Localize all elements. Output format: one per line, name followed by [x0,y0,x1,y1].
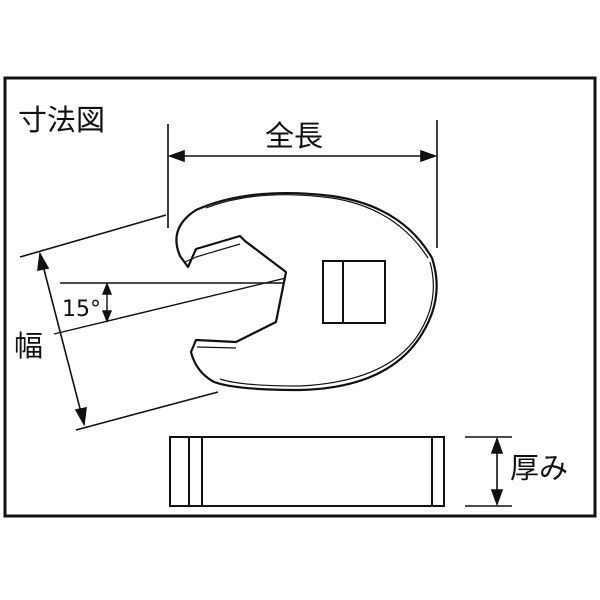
diagram-title: 寸法図 [18,103,105,137]
wrench-head-top-view [175,192,438,392]
overall-length-label: 全長 [265,119,323,153]
angle-label: 15° [62,297,101,322]
diagram-frame [3,76,597,518]
thickness-dimension [465,436,512,507]
thickness-label: 厚み [510,451,568,485]
overall-length-dimension [167,120,438,248]
square-drive [322,260,386,324]
width-dimension [19,214,219,431]
wrench-side-view [169,436,445,507]
width-label: 幅 [14,329,43,363]
